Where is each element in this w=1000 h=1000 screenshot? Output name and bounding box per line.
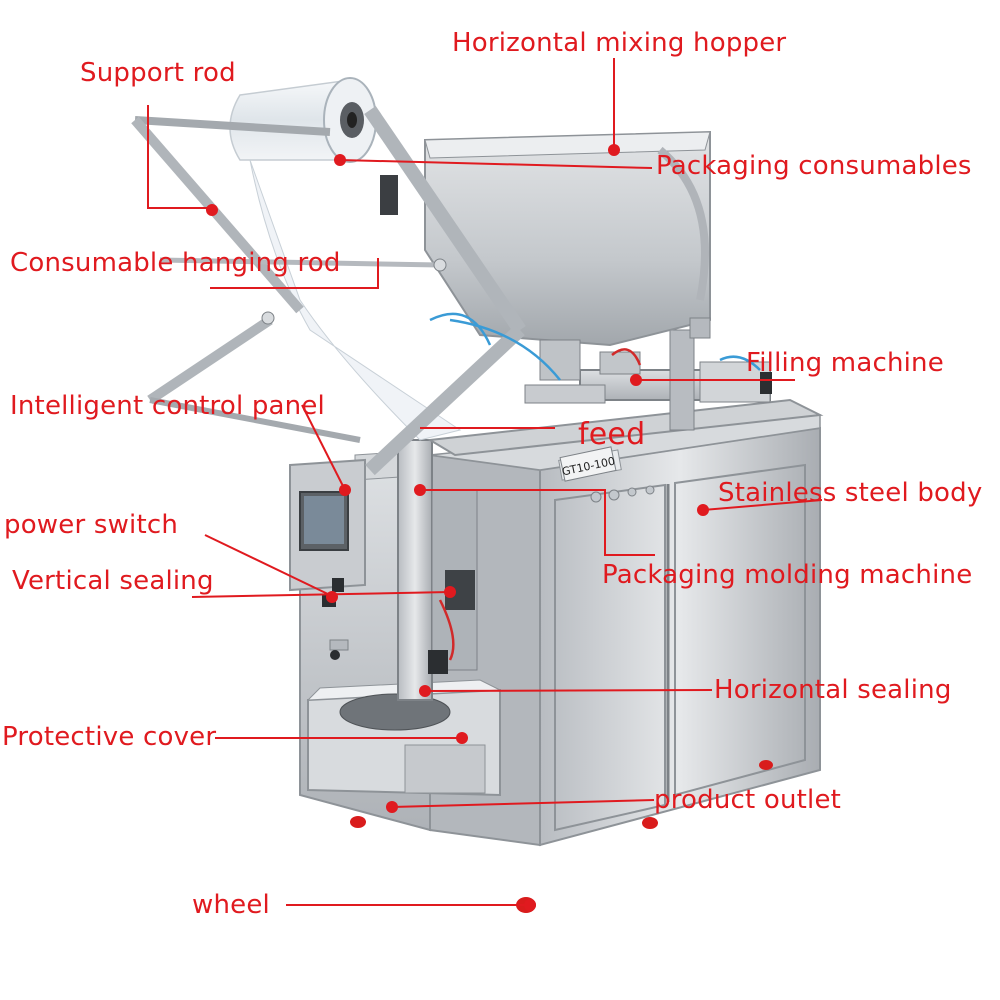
leader-consumables — [339, 159, 653, 169]
red-tube — [438, 348, 642, 661]
control-panel-box — [289, 458, 366, 607]
label-control-panel: Intelligent control panel — [10, 391, 325, 421]
leader-vertical-sealing — [191, 591, 451, 598]
model-plate: GT10-100 — [559, 446, 617, 482]
label-steel-body: Stainless steel body — [718, 478, 983, 508]
air-tubes — [429, 312, 761, 381]
label-product-outlet: product outlet — [654, 785, 842, 815]
leader-control-panel — [301, 404, 346, 491]
label-power-switch: power switch — [4, 510, 179, 540]
leader-hanging-rod — [210, 258, 379, 289]
leader-dots — [206, 144, 709, 911]
label-hopper: Horizontal mixing hopper — [452, 28, 787, 58]
vertical-forming-tube — [397, 439, 478, 701]
support-arms — [131, 106, 526, 476]
label-horizontal-sealing: Horizontal sealing — [714, 675, 952, 705]
label-support-rod: Support rod — [80, 58, 236, 88]
film-roll — [229, 77, 462, 441]
protective-cover-tray — [306, 679, 502, 797]
leader-horizontal-sealing — [424, 689, 713, 692]
label-molding-machine: Packaging molding machine — [602, 560, 973, 590]
label-feed: feed — [578, 417, 646, 452]
side-valve — [329, 639, 349, 660]
label-hanging-rod: Consumable hanging rod — [10, 248, 341, 278]
label-consumables: Packaging consumables — [656, 151, 972, 181]
label-filling-machine: Filling machine — [746, 348, 944, 378]
leader-power-switch — [204, 534, 333, 597]
label-protective-cover: Protective cover — [2, 722, 217, 752]
label-wheel: wheel — [192, 890, 270, 920]
label-vertical-sealing: Vertical sealing — [12, 566, 214, 596]
leader-lines — [147, 58, 823, 906]
leader-product-outlet — [391, 799, 655, 808]
leader-molding-machine — [420, 489, 655, 556]
leader-support-rod — [147, 105, 212, 209]
leader-steel-body — [702, 499, 823, 511]
